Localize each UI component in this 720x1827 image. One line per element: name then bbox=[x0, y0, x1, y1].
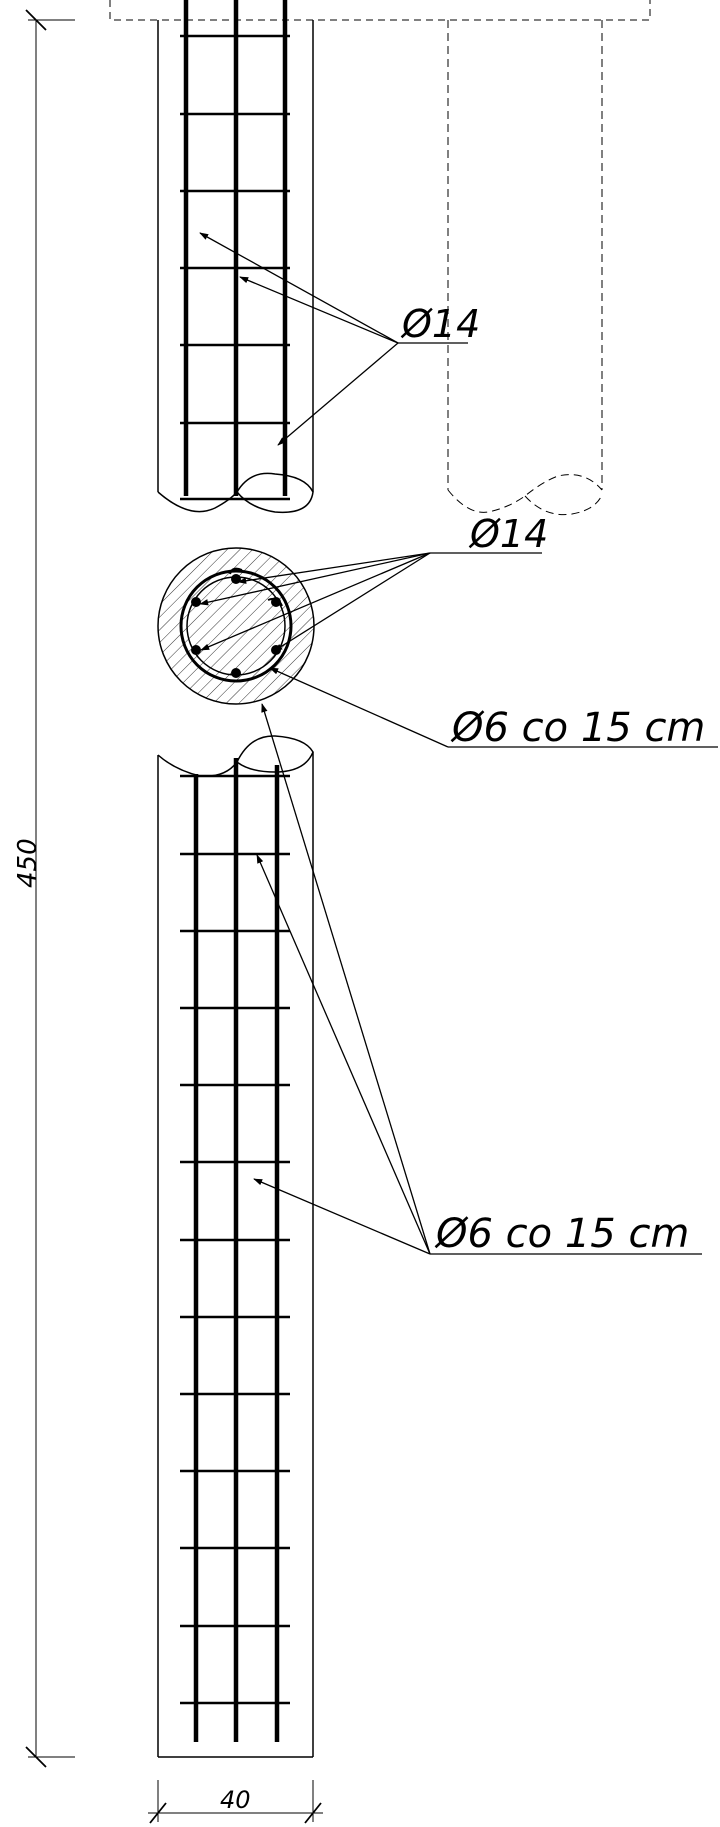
lower-longitudinal-bars bbox=[193, 758, 280, 1742]
lower-column-outline bbox=[157, 735, 314, 1758]
label-upper-long-bars: Ø14 bbox=[400, 302, 480, 346]
leader-section-ties bbox=[269, 667, 718, 748]
leader-upper-long-bars bbox=[199, 232, 468, 446]
label-section-ties: Ø6 co 15 cm bbox=[450, 705, 705, 751]
column-cross-section bbox=[157, 547, 315, 705]
upper-ties bbox=[180, 34, 290, 501]
tie-hooks bbox=[229, 567, 283, 607]
dimension-height bbox=[25, 9, 75, 1768]
label-section-long-bars: Ø14 bbox=[468, 512, 548, 556]
leader-lower-ties bbox=[253, 703, 702, 1255]
label-lower-ties: Ø6 co 15 cm bbox=[434, 1211, 689, 1257]
dimension-width bbox=[148, 1780, 323, 1824]
hidden-column-dashed bbox=[447, 20, 603, 516]
upper-longitudinal-bars bbox=[183, 0, 288, 496]
lower-ties bbox=[180, 774, 290, 1705]
dimension-height-label: 450 bbox=[13, 838, 43, 888]
beam-outline-dashed bbox=[109, 0, 651, 21]
dimension-width-label: 40 bbox=[220, 1786, 251, 1814]
leader-section-long-bars bbox=[199, 552, 542, 652]
upper-column-outline bbox=[157, 20, 314, 514]
